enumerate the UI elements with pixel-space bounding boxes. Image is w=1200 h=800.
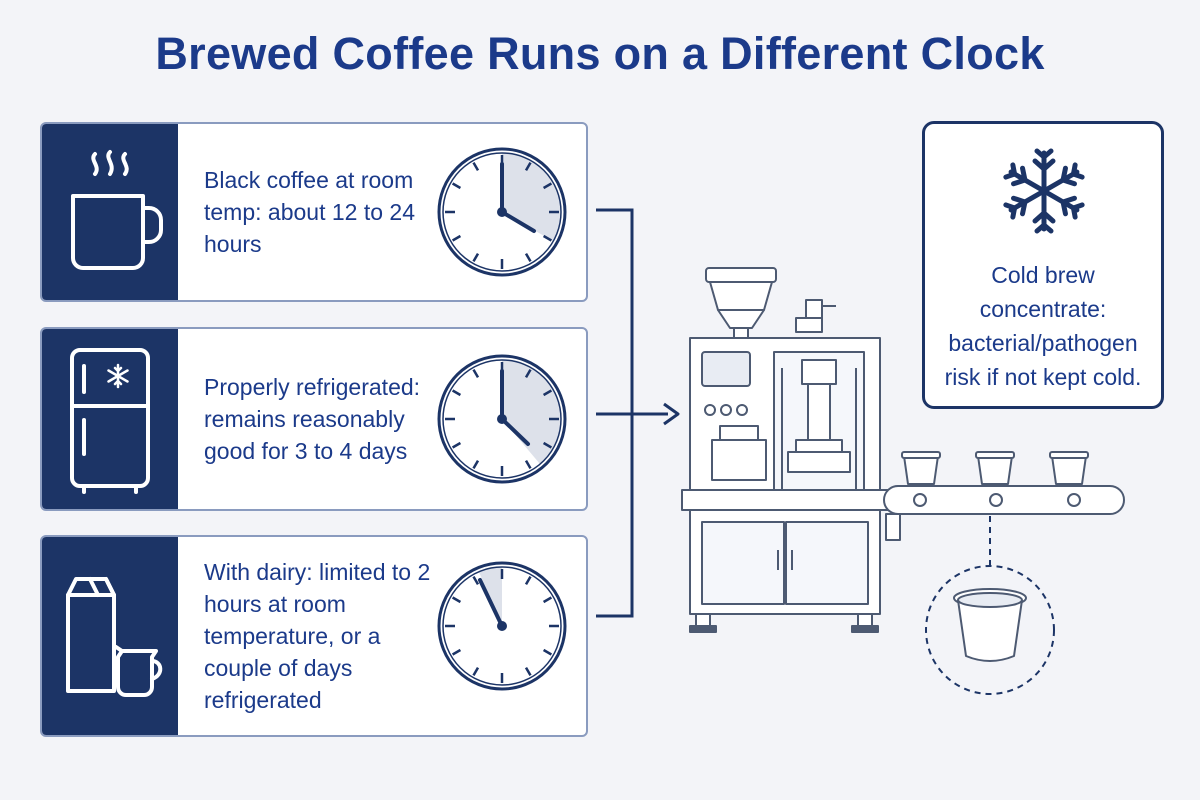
page-title: Brewed Coffee Runs on a Different Clock	[155, 28, 1045, 79]
card-text: Black coffee at room temp: about 12 to 2…	[204, 167, 415, 257]
cold-brew-card: Cold brew concentrate: bacterial/pathoge…	[922, 121, 1164, 409]
clock-icon	[437, 147, 567, 277]
card-black-coffee: Black coffee at room temp: about 12 to 2…	[40, 122, 588, 302]
card-text: Properly refrigerated: remains reasonabl…	[204, 374, 421, 464]
icon-panel	[42, 537, 178, 735]
refrigerator-icon	[70, 348, 150, 494]
card-text: With dairy: limited to 2 hours at room t…	[204, 559, 431, 713]
icon-panel	[42, 329, 178, 509]
card-with-dairy: With dairy: limited to 2 hours at room t…	[40, 535, 588, 737]
card-refrigerated: Properly refrigerated: remains reasonabl…	[40, 327, 588, 511]
cold-brew-text: Cold brew concentrate: bacterial/pathoge…	[944, 262, 1142, 390]
coffee-mug-icon	[71, 150, 163, 270]
snowflake-icon	[1001, 148, 1087, 234]
clock-icon	[437, 354, 567, 484]
clock-icon	[437, 561, 567, 691]
capsule-filling-machine-illustration	[681, 267, 1125, 695]
milk-carton-and-pitcher-icon	[66, 577, 163, 697]
icon-panel	[42, 124, 178, 300]
